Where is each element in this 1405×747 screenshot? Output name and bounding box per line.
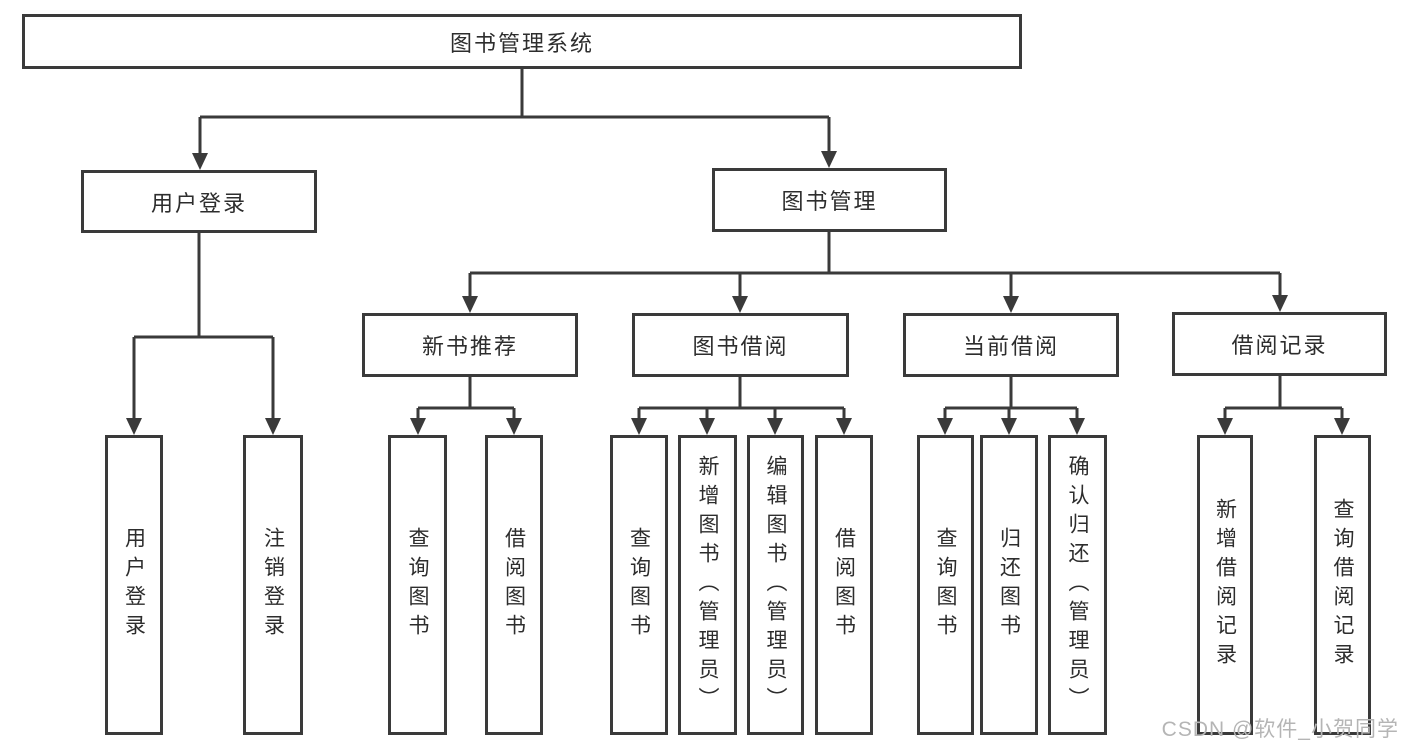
leaf-borrow-books-recommend: 借阅图书 — [485, 435, 543, 735]
leaf-user-login: 用户登录 — [105, 435, 163, 735]
node-book-borrowing: 图书借阅 — [632, 313, 849, 377]
node-user-login: 用户登录 — [81, 170, 317, 233]
arrowhead — [192, 153, 208, 170]
leaf-return-books: 归还图书 — [980, 435, 1038, 735]
arrowhead — [937, 418, 953, 435]
arrowhead — [1217, 418, 1233, 435]
node-book-management: 图书管理 — [712, 168, 947, 232]
leaf-add-borrow-record: 新增借阅记录 — [1197, 435, 1253, 735]
arrowhead — [836, 418, 852, 435]
connector-current-borrow-children — [943, 377, 1079, 420]
connector-borrow-record-children — [1223, 376, 1344, 420]
leaf-logout: 注销登录 — [243, 435, 303, 735]
arrowhead — [265, 418, 281, 435]
arrowhead — [126, 418, 142, 435]
leaf-query-borrow-record: 查询借阅记录 — [1314, 435, 1371, 735]
leaf-edit-books-admin: 编辑图书（管理员） — [747, 435, 804, 735]
leaf-add-books-admin: 新增图书（管理员） — [678, 435, 737, 735]
leaf-confirm-return-admin: 确认归还（管理员） — [1048, 435, 1107, 735]
connector-new-book-children — [416, 377, 516, 420]
arrowhead — [1069, 418, 1085, 435]
arrowhead — [410, 418, 426, 435]
node-new-book-recommendation: 新书推荐 — [362, 313, 578, 377]
arrowhead — [767, 418, 783, 435]
connector-book-mgmt-children — [468, 232, 1282, 298]
arrowhead — [1001, 418, 1017, 435]
arrowhead — [506, 418, 522, 435]
arrowhead — [732, 296, 748, 313]
connector-user-login-children — [132, 233, 275, 420]
leaf-query-books-recommend: 查询图书 — [388, 435, 447, 735]
arrowhead — [821, 151, 837, 168]
arrowhead — [1003, 296, 1019, 313]
arrowhead — [631, 418, 647, 435]
node-current-borrowing: 当前借阅 — [903, 313, 1119, 377]
arrowhead — [462, 296, 478, 313]
arrowhead — [1272, 295, 1288, 312]
arrowhead — [699, 418, 715, 435]
node-borrowing-records: 借阅记录 — [1172, 312, 1387, 376]
arrowhead — [1334, 418, 1350, 435]
csdn-watermark: CSDN @软件_小贺同学 — [1161, 718, 1399, 741]
connector-root-to-level2 — [198, 69, 831, 155]
leaf-borrow-books: 借阅图书 — [815, 435, 873, 735]
node-root-book-management-system: 图书管理系统 — [22, 14, 1022, 69]
connector-book-borrow-children — [637, 377, 846, 420]
leaf-query-books-borrowing: 查询图书 — [610, 435, 668, 735]
leaf-query-books-current: 查询图书 — [917, 435, 974, 735]
